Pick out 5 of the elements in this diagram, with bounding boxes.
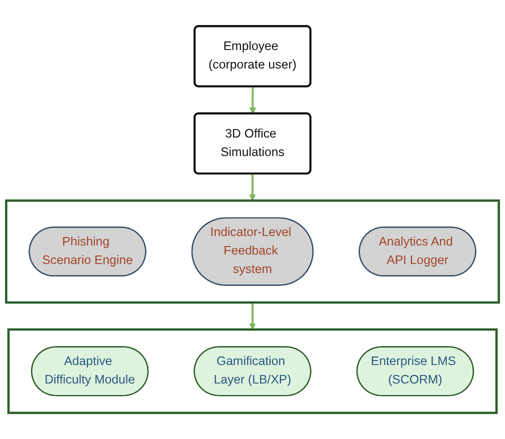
cluster	[5, 199, 500, 304]
arrow	[249, 86, 256, 114]
arrow	[249, 302, 256, 330]
cluster	[7, 328, 498, 414]
arrow	[249, 174, 256, 201]
